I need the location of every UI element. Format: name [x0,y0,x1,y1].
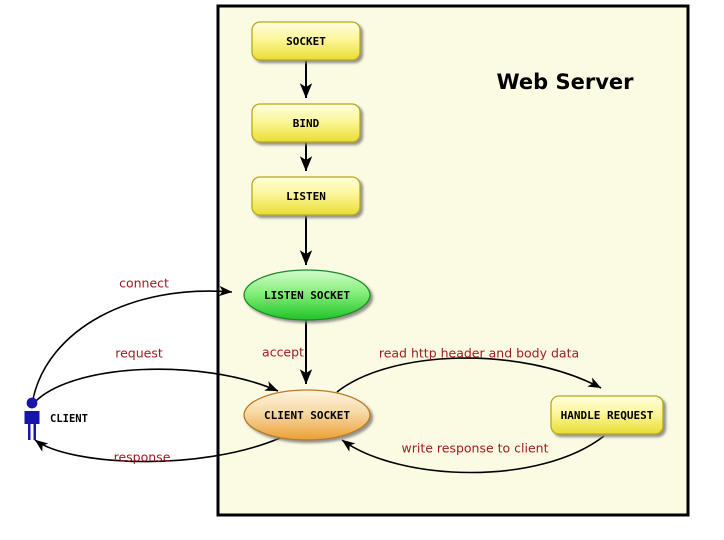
edge-label-connect: connect [119,276,169,291]
person-icon-head [26,397,38,409]
person-icon [24,397,40,440]
edge-labels: connect accept request read http header … [114,276,580,465]
node-listen-socket-shape[interactable] [243,269,371,321]
node-handle-request-label: HANDLE REQUEST [561,409,654,422]
node-handle-request-shape[interactable] [550,395,664,435]
node-socket-shape[interactable] [251,21,361,61]
node-listen-socket-label: LISTEN SOCKET [264,289,350,302]
edge-label-read-http: read http header and body data [379,346,579,361]
node-handle-request[interactable]: HANDLE REQUEST [550,395,664,435]
edge-label-accept: accept [262,345,304,360]
node-bind[interactable]: BIND [251,103,361,143]
node-socket-label: SOCKET [286,35,326,48]
node-bind-label: BIND [293,117,320,130]
client-actor-label: CLIENT [50,413,88,425]
node-socket[interactable]: SOCKET [251,21,361,61]
node-bind-shape[interactable] [251,103,361,143]
person-icon-body [24,411,40,440]
edge-connect [32,285,233,400]
node-listen-label: LISTEN [286,190,326,203]
handle-request-arrows [336,357,605,474]
edge-label-write-response: write response to client [401,441,548,456]
node-listen[interactable]: LISTEN [251,176,361,216]
client-server-arrows [32,285,281,463]
node-client-socket-shape[interactable] [243,389,371,441]
node-listen-socket[interactable]: LISTEN SOCKET [243,269,371,321]
node-listen-shape[interactable] [251,176,361,216]
node-client-socket-label: CLIENT SOCKET [264,409,350,422]
edge-write-response [341,435,605,474]
edge-read-http [336,357,602,393]
edge-request [33,368,279,404]
edge-label-request: request [115,346,163,361]
edge-response [34,437,281,463]
client-actor[interactable]: CLIENT [24,397,88,440]
web-server-panel-title: Web Server [496,70,634,94]
node-client-socket[interactable]: CLIENT SOCKET [243,389,371,441]
edge-label-response: response [114,450,171,465]
